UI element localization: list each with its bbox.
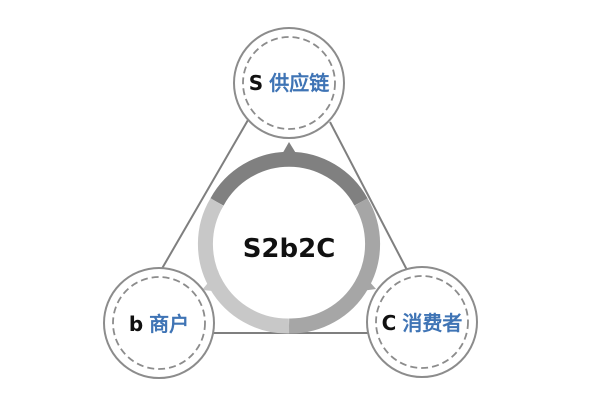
ring-arrow-left [202,271,224,292]
connector-supply-merchant [159,119,249,273]
connector-supply-consumer [329,121,408,271]
ring-arrow-right [354,271,376,292]
node-consumer-outer-ring [366,266,478,378]
cycle-ring [197,142,381,334]
node-consumer-letter: C [382,311,397,335]
node-supply-outer-ring [233,27,345,139]
node-consumer-inner-ring [375,275,469,369]
node-merchant-inner-ring [112,276,206,370]
node-merchant-word: 商户 [149,312,189,336]
node-merchant-letter: b [129,312,143,336]
ring-arrow-top [277,142,302,163]
node-supply-letter: S [249,71,263,95]
ring-segment-right [288,198,381,334]
center-title: S2b2C [243,234,336,264]
node-consumer-word: 消费者 [402,311,462,335]
node-merchant-outer-ring [103,267,215,379]
node-supply-word: 供应链 [268,71,330,95]
node-supply-inner-ring [242,36,336,130]
ring-segment-left [197,198,290,334]
ring-segment-top [210,151,368,206]
